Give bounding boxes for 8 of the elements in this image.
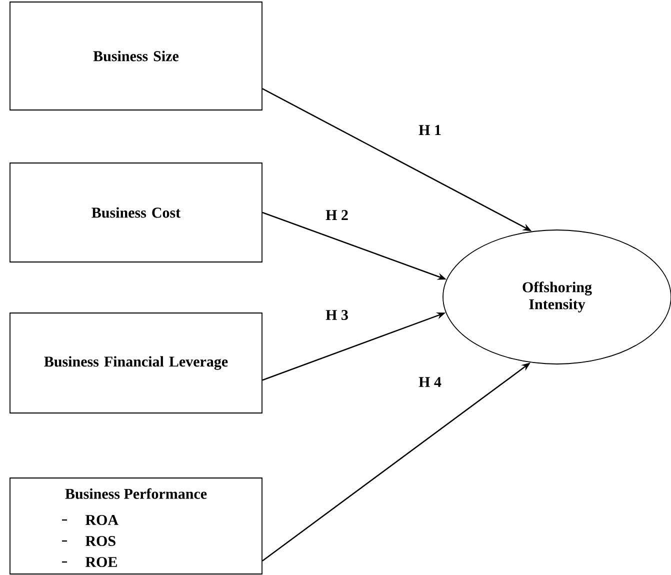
factor-box: Business Performance ROA ROS ROE [10,478,262,574]
factor-box: Business Size [10,2,262,110]
edge-label: H 2 [324,209,350,221]
edge-label: H 1 [418,124,442,136]
edge-label: H 4 [418,376,442,388]
edge-label: H 3 [324,308,350,322]
factor-box: Business Financial Leverage [10,312,262,414]
factor-box: Business Cost [10,162,262,262]
